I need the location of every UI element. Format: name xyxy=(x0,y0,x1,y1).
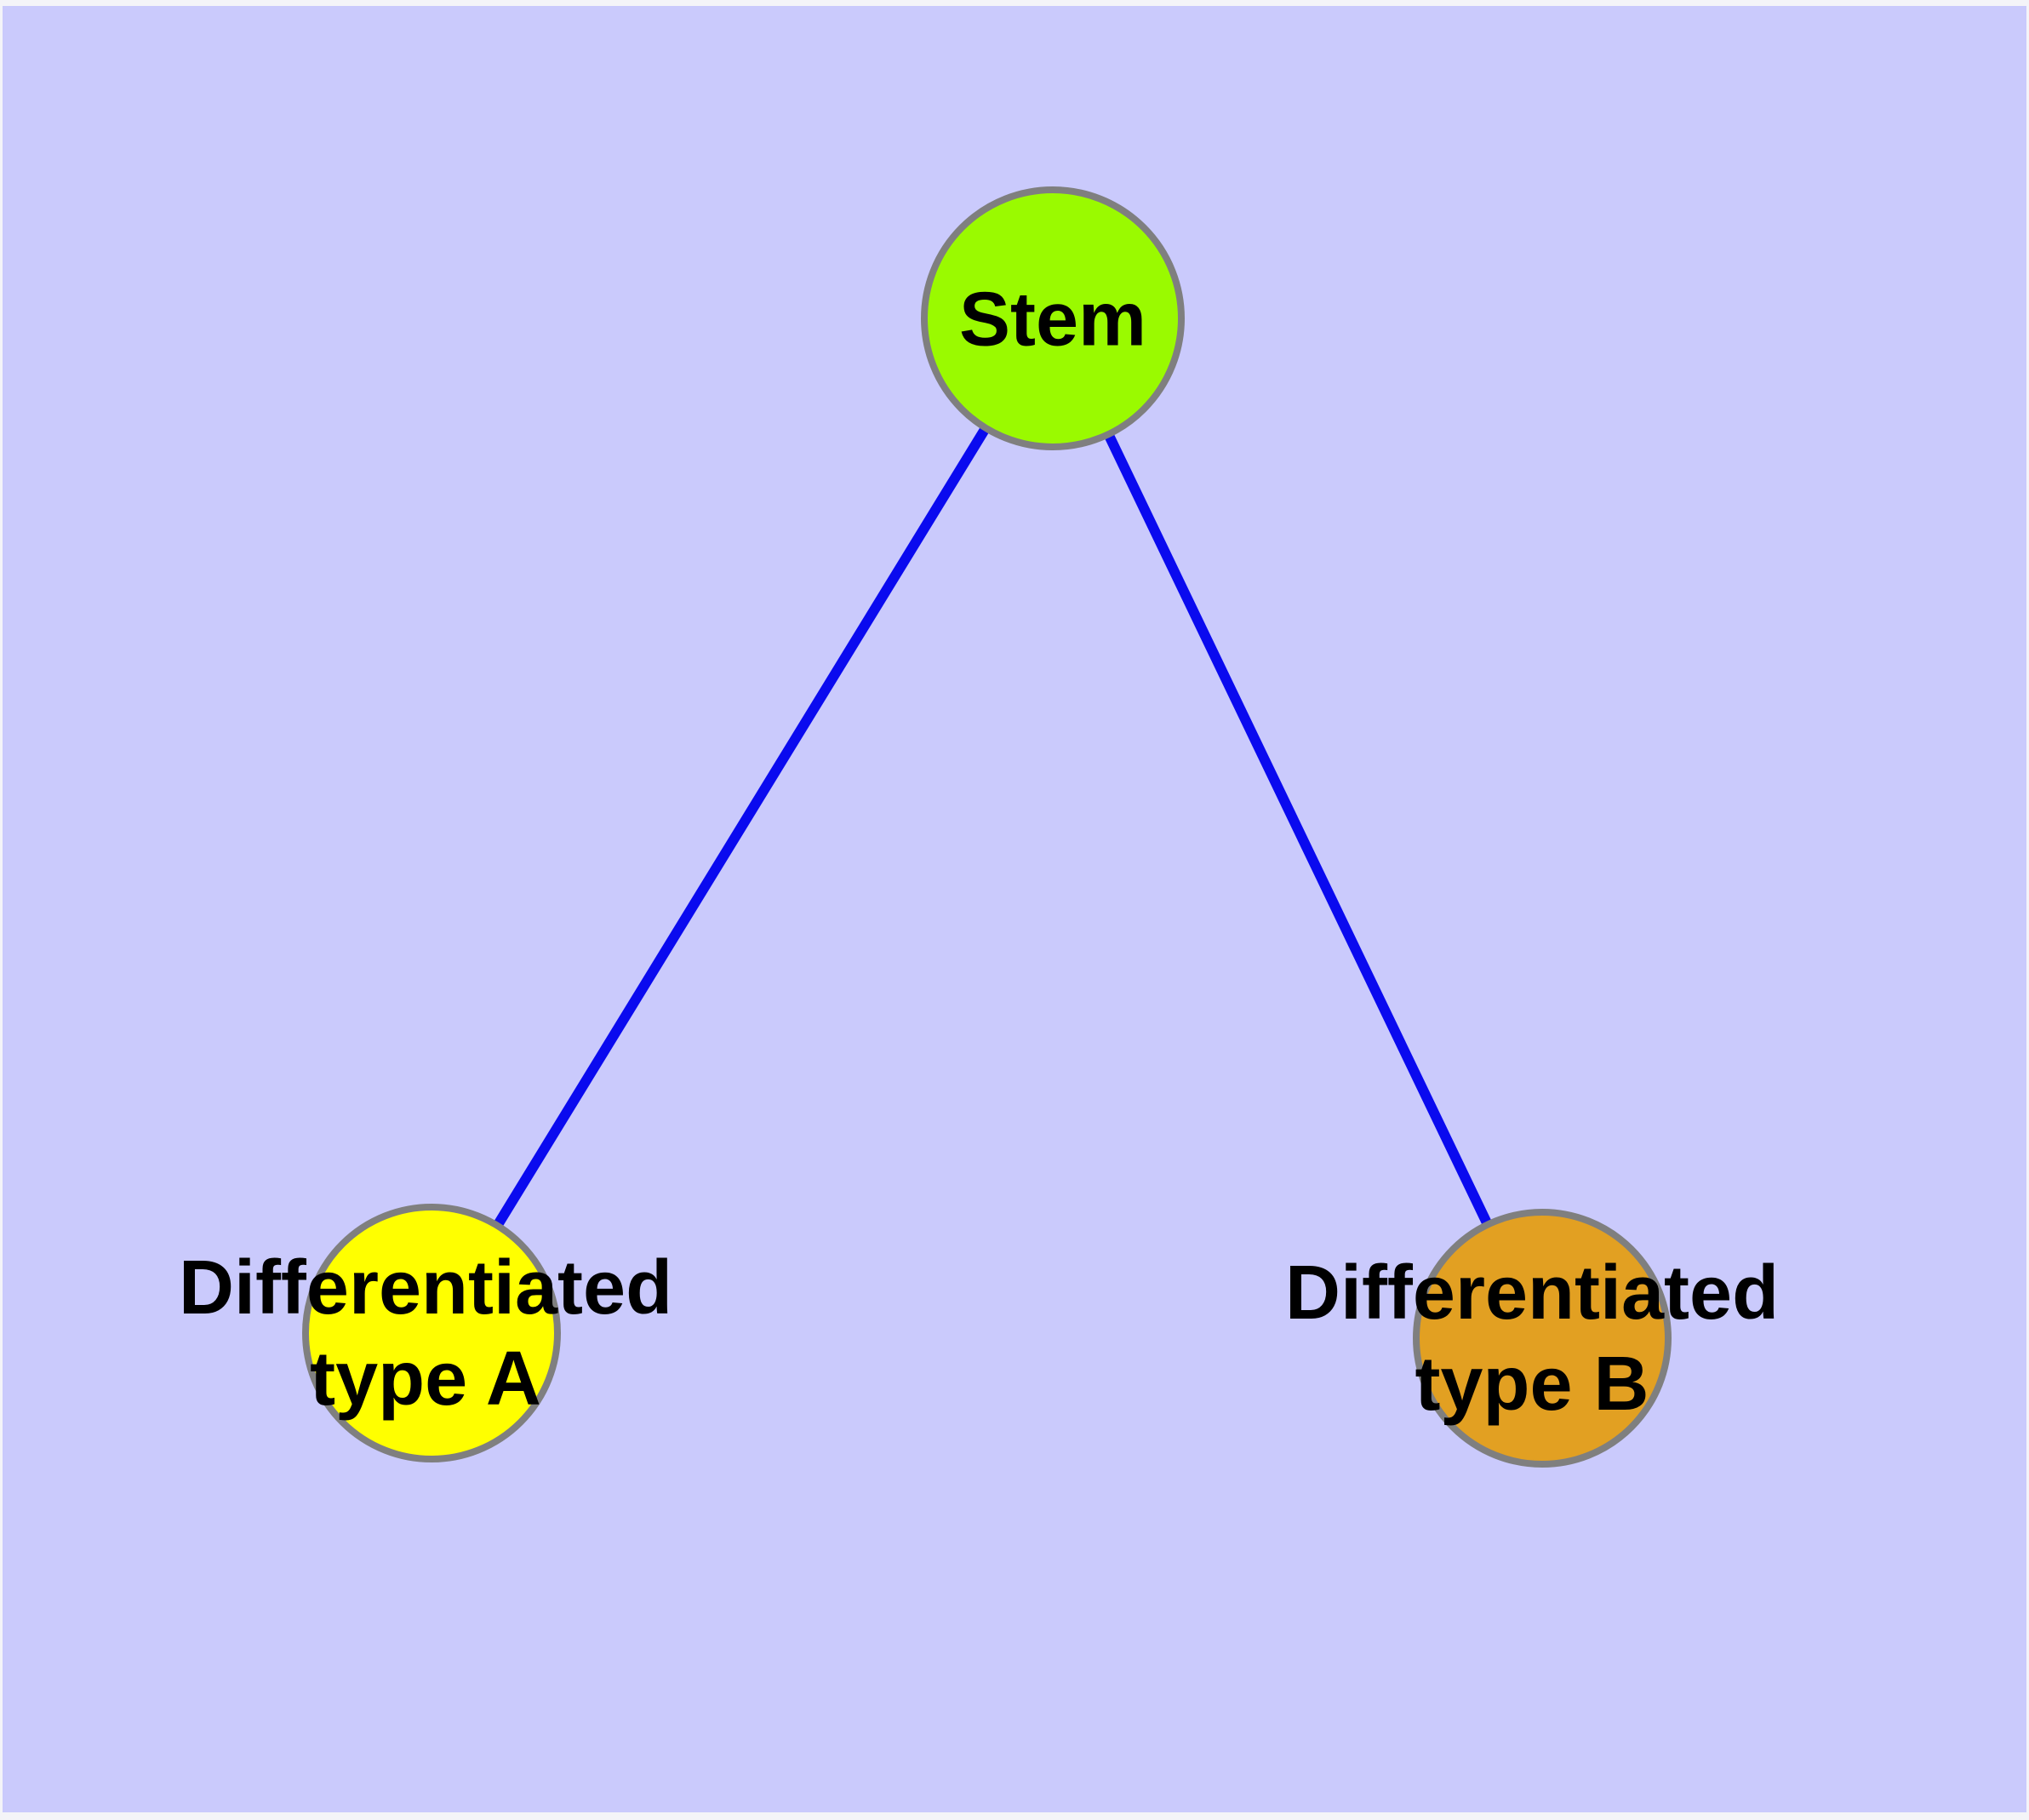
node-differentiated-type-b xyxy=(1413,1209,1672,1468)
node-stem xyxy=(921,186,1185,450)
node-differentiated-type-a xyxy=(302,1204,561,1462)
edge-stem-to-type-a xyxy=(426,315,1058,1336)
edge-stem-to-type-b xyxy=(1048,316,1547,1341)
